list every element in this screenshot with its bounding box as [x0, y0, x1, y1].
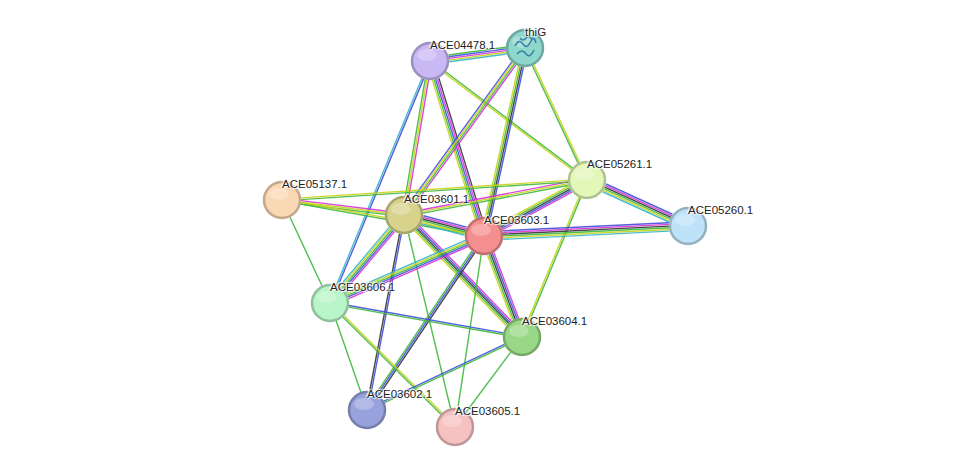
interaction-edge [532, 65, 579, 163]
protein-node: ACE05260.1 [668, 206, 708, 246]
protein-node: ACE03604.1 [502, 317, 542, 357]
evidence-line [417, 65, 516, 201]
evidence-line [449, 52, 506, 60]
node-label: ACE05261.1 [587, 158, 652, 170]
evidence-line [605, 187, 671, 217]
evidence-line [301, 204, 385, 214]
protein-node: ACE05137.1 [262, 180, 302, 220]
interaction-edge [405, 79, 428, 196]
interaction-edge [488, 253, 519, 321]
evidence-line [534, 65, 580, 163]
node-label: ACE03603.1 [484, 214, 549, 226]
evidence-line [376, 251, 472, 393]
interaction-edge [290, 217, 322, 286]
protein-node: ACE03603.1 [464, 216, 504, 256]
evidence-line [349, 307, 504, 334]
evidence-line [336, 78, 421, 285]
protein-node: ACE03602.1 [347, 390, 387, 430]
evidence-line [603, 190, 669, 220]
evidence-line [532, 66, 578, 164]
interaction-edge [458, 255, 481, 408]
protein-node: ACE03605.1 [435, 407, 475, 447]
node-label: ACE03604.1 [522, 315, 587, 327]
evidence-line [489, 254, 514, 319]
evidence-line [407, 80, 427, 197]
evidence-line [349, 305, 504, 332]
evidence-line [378, 252, 474, 394]
evidence-line [492, 253, 517, 318]
protein-structure [515, 36, 536, 55]
evidence-line [290, 217, 322, 286]
node-label: ACE03602.1 [367, 388, 432, 400]
evidence-line [338, 79, 423, 286]
interaction-edge [466, 352, 510, 412]
evidence-line [416, 64, 515, 200]
interaction-edge [603, 184, 673, 222]
evidence-line [466, 352, 510, 412]
node-label: ACE03601.1 [404, 193, 469, 205]
protein-node: ACE05261.1 [567, 160, 607, 200]
interaction-edge [413, 62, 516, 201]
evidence-line [605, 186, 671, 216]
node-label: ACE05137.1 [282, 178, 347, 190]
evidence-line [379, 253, 475, 395]
node-label: ACE03606.1 [330, 281, 395, 293]
interaction-edge [343, 316, 442, 414]
evidence-line [414, 63, 513, 199]
interaction-edge [336, 78, 423, 286]
evidence-line [422, 222, 465, 233]
evidence-line [409, 80, 429, 197]
node-label: ACE05260.1 [688, 204, 753, 216]
evidence-line [488, 255, 513, 320]
evidence-line [603, 192, 669, 222]
evidence-line [494, 253, 519, 318]
interaction-edge [376, 251, 475, 395]
protein-node: ACE03601.1 [384, 195, 424, 235]
protein-node: thiG [505, 28, 545, 68]
node-label: ACE03605.1 [455, 405, 520, 417]
evidence-line [491, 254, 516, 319]
node-label: thiG [525, 26, 546, 38]
interaction-edge [349, 305, 504, 334]
protein-node: ACE04478.1 [410, 41, 450, 81]
node-label: ACE04478.1 [430, 39, 495, 51]
evidence-line [343, 317, 441, 414]
evidence-line [458, 255, 481, 408]
evidence-line [606, 184, 672, 214]
interaction-edge [421, 216, 466, 236]
evidence-line [503, 229, 669, 237]
evidence-line [503, 231, 669, 239]
evidence-line [604, 189, 670, 219]
protein-node: ACE03606.1 [310, 283, 350, 323]
evidence-line [449, 54, 506, 62]
evidence-line [421, 224, 464, 235]
